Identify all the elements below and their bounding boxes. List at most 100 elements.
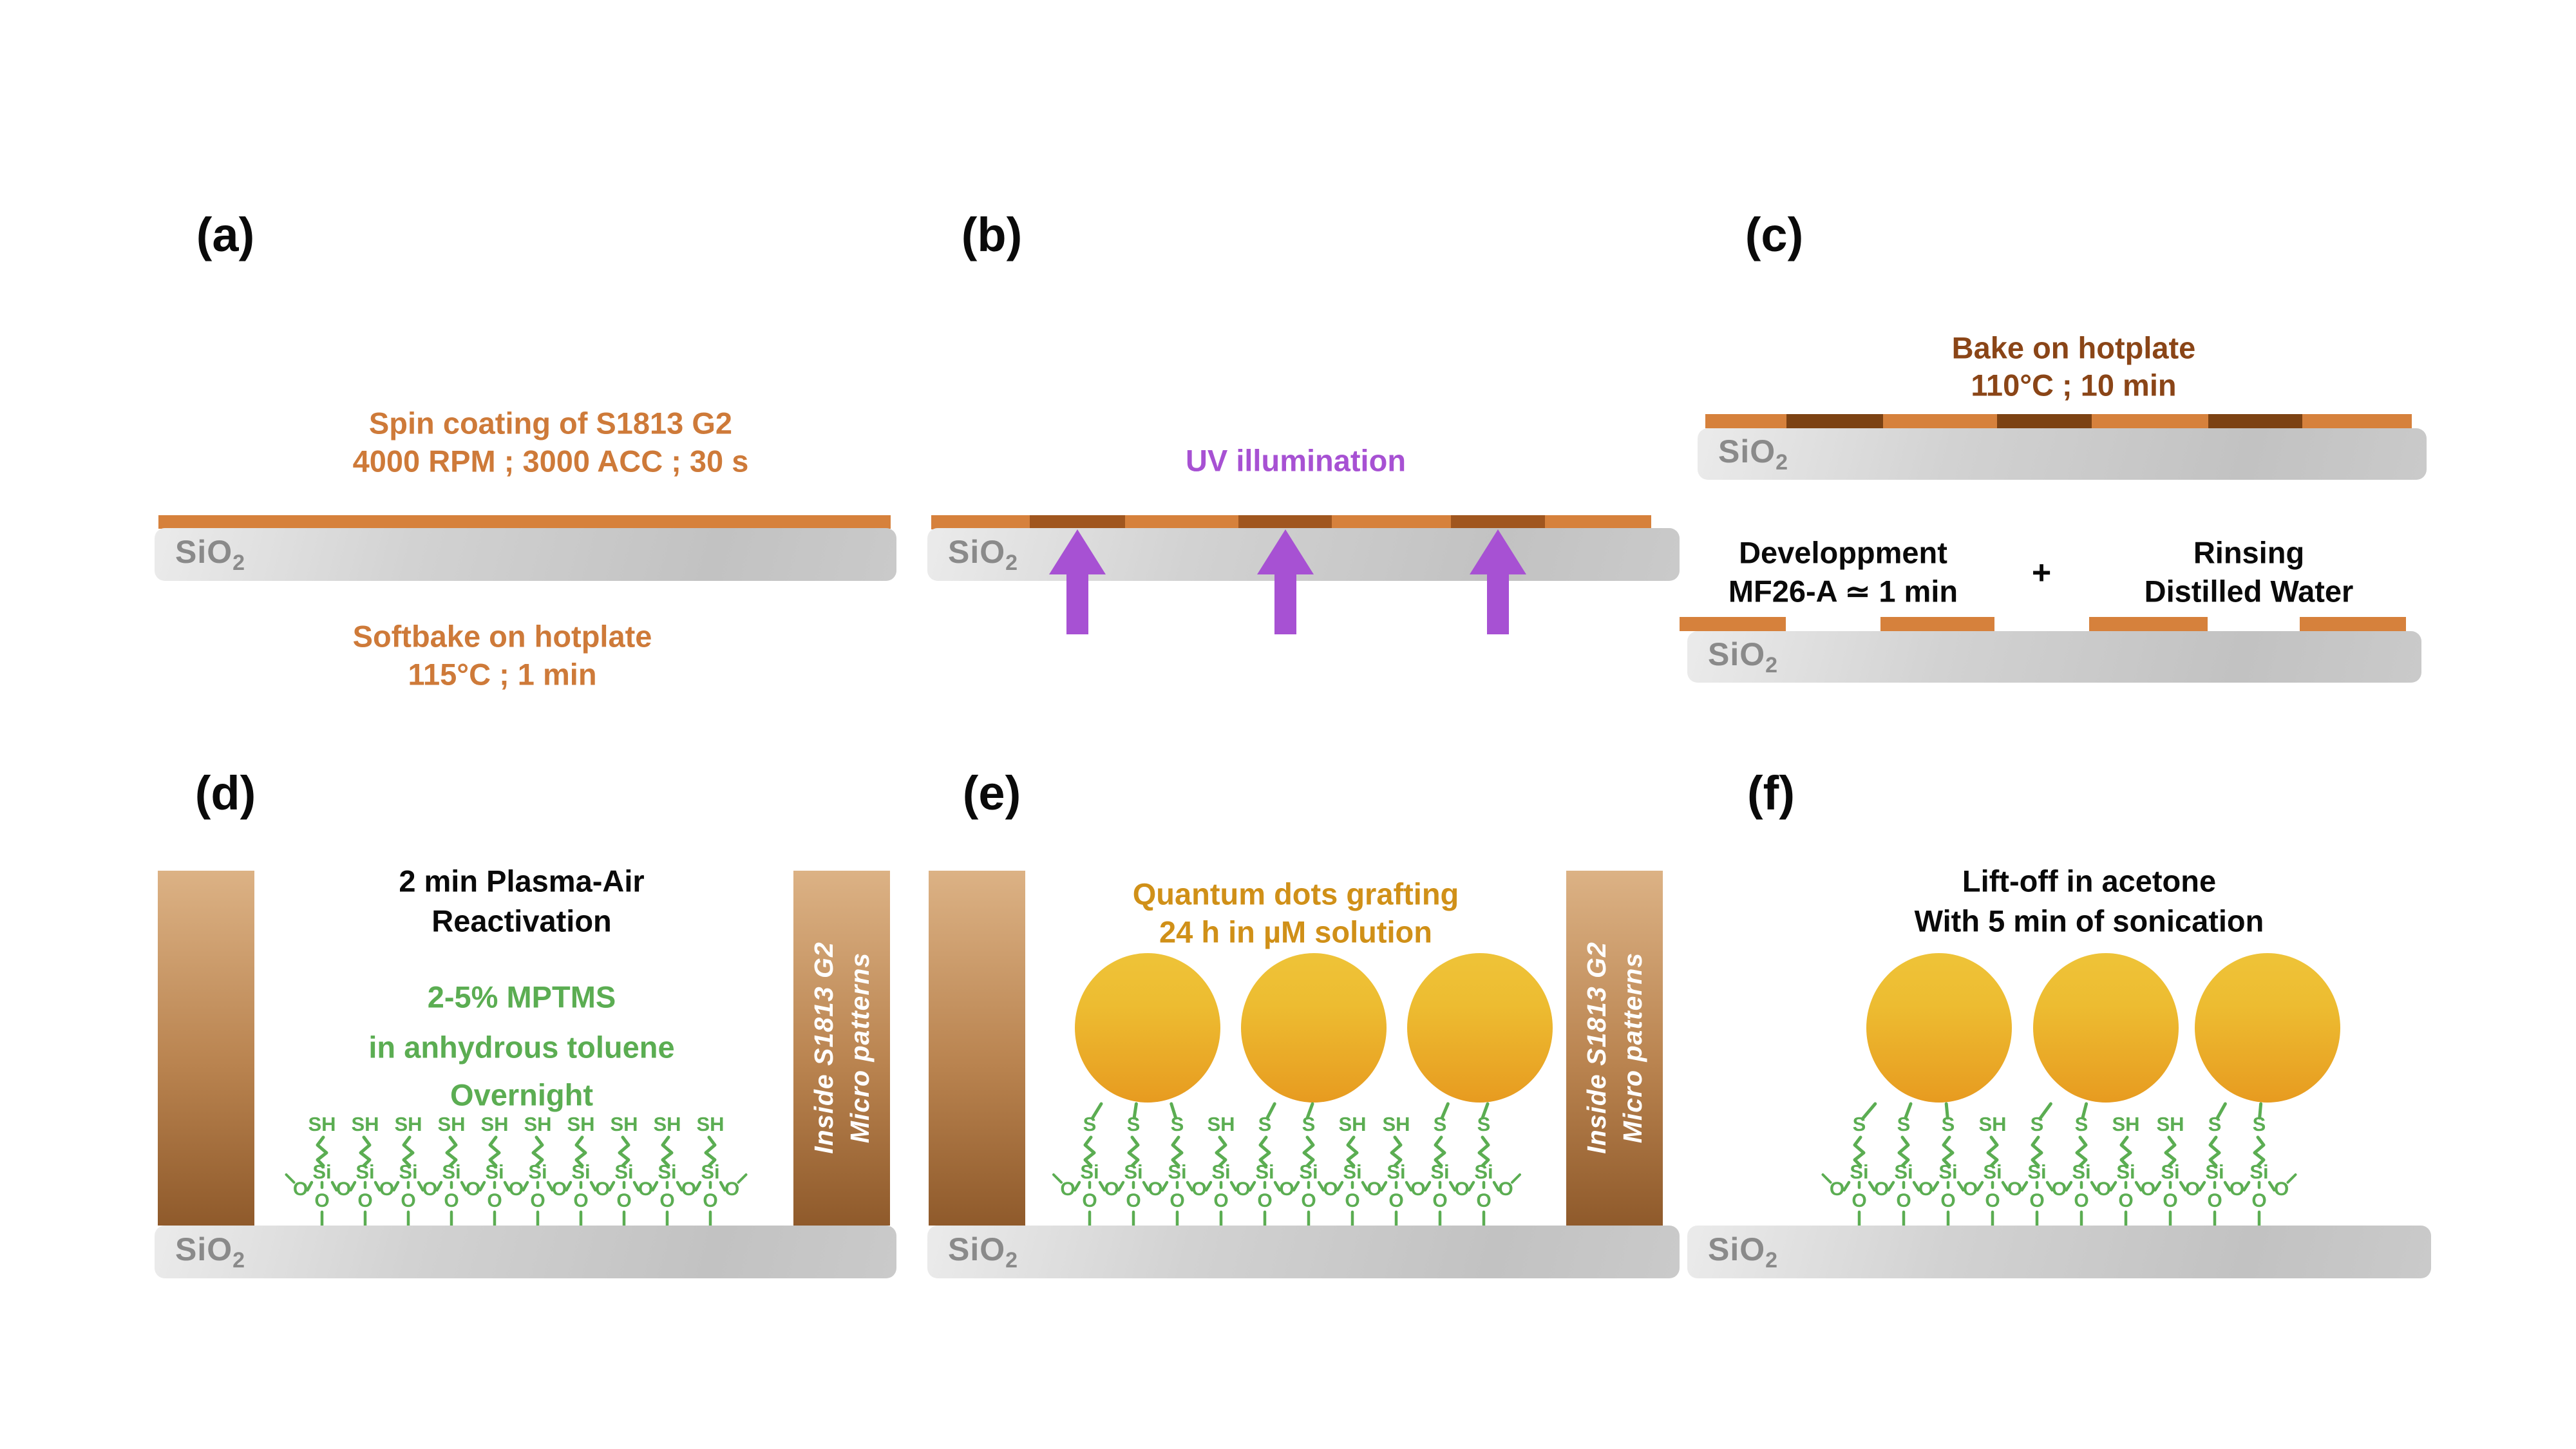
substrate-f: SiO2 <box>1687 1226 2431 1278</box>
sio2-label: SiO2 <box>1718 433 1789 475</box>
svg-text:O: O <box>2207 1190 2222 1211</box>
panel-label-b: (b) <box>961 208 1023 262</box>
qd-grafting-text-line1: Quantum dots grafting <box>1132 876 1459 911</box>
sio2-label: SiO2 <box>175 1231 246 1273</box>
svg-text:SH: SH <box>524 1113 551 1135</box>
resist-wall-right-d <box>793 871 890 1226</box>
quantum-dot <box>2033 953 2179 1103</box>
svg-text:SH: SH <box>696 1113 724 1135</box>
svg-text:O: O <box>1874 1179 1889 1200</box>
svg-text:O: O <box>2163 1190 2177 1211</box>
spin-coating-text-line1: Spin coating of S1813 G2 <box>368 406 733 440</box>
quantum-dot <box>1241 953 1387 1103</box>
liftoff-text-line1: Lift-off in acetone <box>1962 864 2217 898</box>
svg-text:Si: Si <box>1474 1160 1493 1183</box>
svg-text:SH: SH <box>1978 1113 2006 1135</box>
svg-text:S: S <box>1434 1113 1447 1135</box>
svg-text:SH: SH <box>2156 1113 2184 1135</box>
softbake-text-line1: Softbake on hotplate <box>352 619 652 654</box>
svg-text:Si: Si <box>1983 1160 2002 1183</box>
svg-text:Si: Si <box>1255 1160 1274 1183</box>
svg-text:O: O <box>314 1190 329 1211</box>
svg-text:O: O <box>552 1179 567 1200</box>
svg-text:S: S <box>1897 1113 1911 1135</box>
svg-text:O: O <box>2074 1190 2088 1211</box>
svg-text:O: O <box>1301 1190 1316 1211</box>
svg-text:SH: SH <box>351 1113 379 1135</box>
svg-text:Si: Si <box>2116 1160 2135 1183</box>
qd-grafting-text-line2: 24 h in µM solution <box>1159 914 1432 949</box>
quantum-dot <box>1407 953 1553 1103</box>
exposed-resist-segment <box>1030 515 1125 529</box>
svg-text:O: O <box>1896 1190 1911 1211</box>
svg-text:O: O <box>2052 1179 2067 1200</box>
svg-text:O: O <box>509 1179 524 1200</box>
bake-text-line1: Bake on hotplate <box>1951 330 2196 365</box>
quantum-dot <box>1866 953 2012 1103</box>
svg-text:Si: Si <box>355 1160 374 1183</box>
plasma-text-line2: Reactivation <box>431 904 612 938</box>
sio2-label: SiO2 <box>948 1231 1019 1273</box>
svg-text:O: O <box>1476 1190 1491 1211</box>
svg-text:O: O <box>1126 1190 1141 1211</box>
svg-text:SH: SH <box>394 1113 422 1135</box>
svg-text:SH: SH <box>610 1113 638 1135</box>
svg-text:O: O <box>379 1179 394 1200</box>
svg-text:SH: SH <box>1382 1113 1410 1135</box>
svg-text:O: O <box>703 1190 717 1211</box>
svg-text:Si: Si <box>1850 1160 1868 1183</box>
developed-resist-segment <box>1680 617 1786 631</box>
svg-text:SH: SH <box>308 1113 336 1135</box>
developed-resist-segment <box>2300 617 2406 631</box>
rinsing-text-line1: Rinsing <box>2193 535 2305 570</box>
svg-text:O: O <box>1388 1190 1403 1211</box>
svg-text:SH: SH <box>480 1113 508 1135</box>
substrate-e: SiO2 <box>927 1226 1680 1278</box>
uv-arrows-layer <box>1049 529 1526 634</box>
svg-text:Si: Si <box>658 1160 676 1183</box>
svg-text:O: O <box>1498 1179 1513 1200</box>
svg-text:Si: Si <box>1080 1160 1099 1183</box>
substrate-c-top: SiO2 <box>1698 428 2427 480</box>
svg-text:O: O <box>1963 1179 1978 1200</box>
svg-text:SH: SH <box>2112 1113 2139 1135</box>
svg-text:O: O <box>1985 1190 2000 1211</box>
plasma-text-line1: 2 min Plasma-Air <box>399 864 645 898</box>
svg-text:O: O <box>466 1179 480 1200</box>
svg-text:O: O <box>2230 1179 2244 1200</box>
svg-text:O: O <box>1454 1179 1469 1200</box>
svg-text:SH: SH <box>1338 1113 1366 1135</box>
svg-text:Si: Si <box>2161 1160 2179 1183</box>
panel-label-e: (e) <box>962 766 1021 820</box>
svg-text:Si: Si <box>1168 1160 1186 1183</box>
svg-text:O: O <box>1104 1179 1119 1200</box>
quantum-dot <box>2195 953 2340 1103</box>
panel-label-d: (d) <box>194 766 256 820</box>
exposed-resist-segment <box>1238 515 1332 529</box>
substrate-d: SiO2 <box>155 1226 896 1278</box>
development-text-line2: MF26-A ≃ 1 min <box>1728 574 1958 609</box>
svg-text:S: S <box>2075 1113 2088 1135</box>
svg-text:Si: Si <box>1124 1160 1142 1183</box>
svg-text:SH: SH <box>567 1113 594 1135</box>
uv-arrow <box>1257 529 1314 634</box>
svg-text:Si: Si <box>442 1160 460 1183</box>
svg-text:Si: Si <box>2205 1160 2224 1183</box>
sio2-label: SiO2 <box>1708 1231 1779 1273</box>
svg-text:O: O <box>2185 1179 2200 1200</box>
svg-text:S: S <box>1171 1113 1184 1135</box>
resist-layer-a <box>158 515 891 529</box>
developed-resist-segment <box>2089 617 2208 631</box>
svg-text:SH: SH <box>1207 1113 1235 1135</box>
svg-text:O: O <box>659 1190 674 1211</box>
svg-text:O: O <box>1410 1179 1425 1200</box>
svg-text:O: O <box>2274 1179 2289 1200</box>
panel-label-c: (c) <box>1745 208 1804 262</box>
svg-text:O: O <box>681 1179 696 1200</box>
svg-text:Si: Si <box>1430 1160 1449 1183</box>
svg-text:O: O <box>2029 1190 2044 1211</box>
uv-illumination-text: UV illumination <box>1185 443 1406 478</box>
developed-resist-segment <box>1880 617 1994 631</box>
